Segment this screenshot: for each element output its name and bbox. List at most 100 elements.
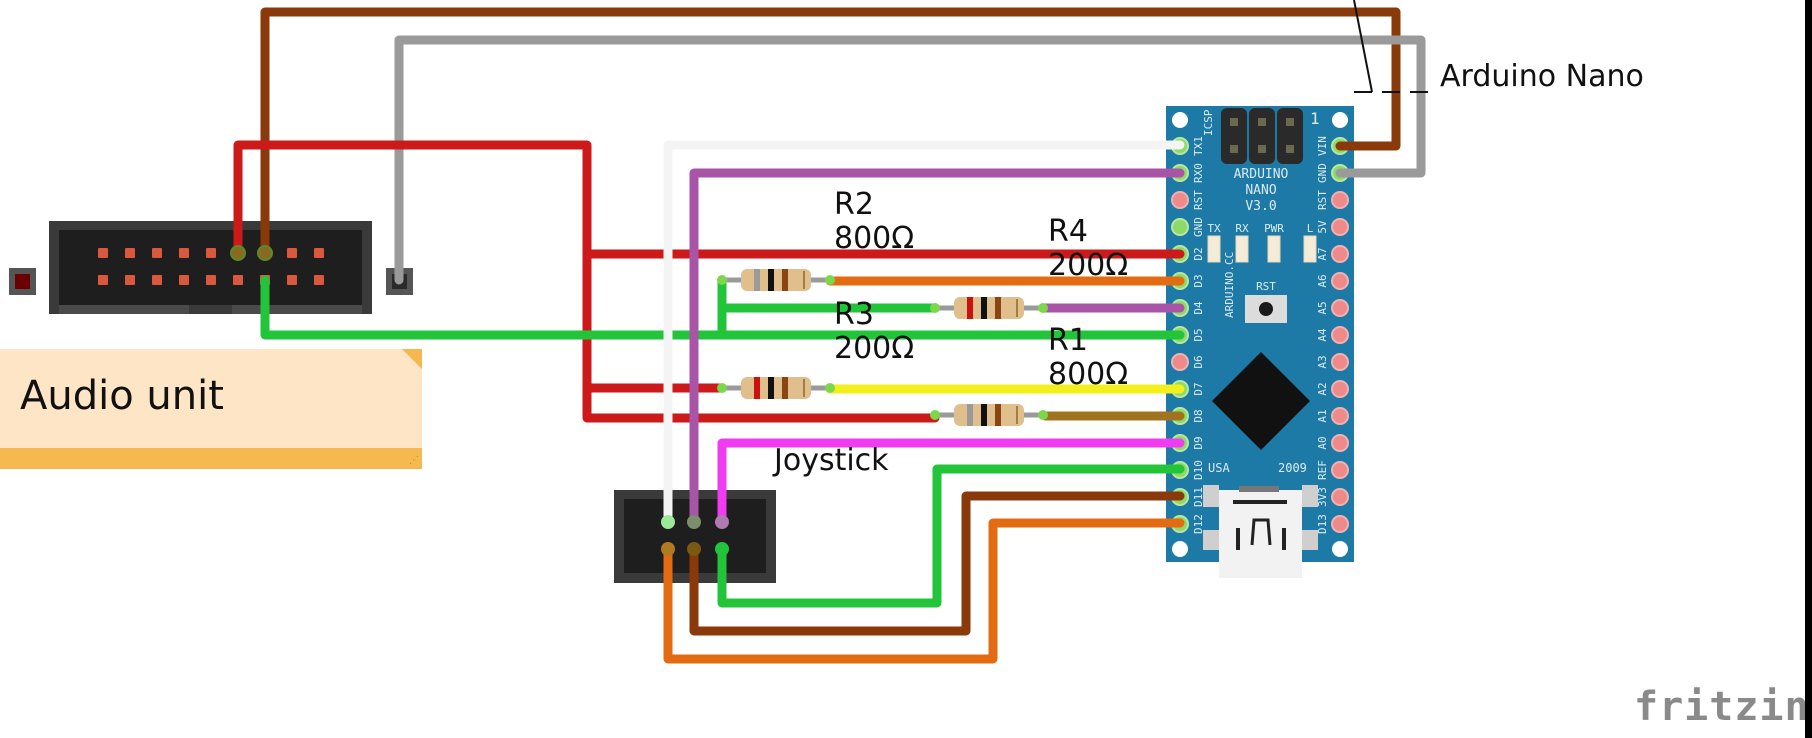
joystick-pin[interactable] bbox=[687, 515, 701, 529]
wire-magenta-d9[interactable] bbox=[717, 438, 1185, 527]
header-pin[interactable] bbox=[206, 248, 216, 258]
header-pin[interactable] bbox=[125, 248, 135, 258]
resistor[interactable] bbox=[930, 404, 1048, 426]
header-pin[interactable] bbox=[287, 275, 297, 285]
resistor-lead-end bbox=[1038, 410, 1048, 420]
joystick-pin[interactable] bbox=[687, 542, 701, 556]
wire-orange-d12[interactable] bbox=[663, 518, 1185, 664]
led-rx bbox=[1235, 235, 1249, 263]
resistor[interactable] bbox=[717, 269, 835, 291]
joystick-pin[interactable] bbox=[661, 542, 675, 556]
pin-a5[interactable] bbox=[1331, 299, 1349, 317]
header-pin[interactable] bbox=[125, 275, 135, 285]
header-pin[interactable] bbox=[314, 275, 324, 285]
board-title-line-1: ARDUINO bbox=[1234, 167, 1289, 182]
header-pin[interactable] bbox=[233, 275, 243, 285]
wire-purple-rx[interactable] bbox=[689, 168, 1185, 527]
reset-button[interactable] bbox=[1245, 295, 1287, 323]
pin-a0[interactable] bbox=[1331, 434, 1349, 452]
resistor-lead-end bbox=[930, 410, 940, 420]
header-pin[interactable] bbox=[206, 275, 216, 285]
resistor-value-r2: 800Ω bbox=[834, 221, 915, 256]
note-footer-bar bbox=[0, 448, 422, 469]
pin-label: D9 bbox=[1192, 436, 1205, 449]
resistor-band bbox=[768, 377, 774, 399]
pin-3v3[interactable] bbox=[1331, 488, 1349, 506]
arduino-nano-label: Arduino Nano bbox=[1440, 59, 1644, 94]
pin-label: A7 bbox=[1316, 247, 1329, 260]
resistor[interactable] bbox=[930, 297, 1048, 319]
resistors bbox=[717, 269, 1048, 426]
header-wire-endpoint bbox=[230, 245, 246, 261]
pin-label: A3 bbox=[1316, 355, 1329, 368]
vendor-label: ARDUINO.CC bbox=[1223, 252, 1236, 318]
note-resize-grip-icon[interactable]: ⋰ bbox=[409, 455, 419, 466]
wires bbox=[230, 7, 1426, 664]
resistor-band bbox=[768, 269, 774, 291]
resistor-band bbox=[803, 379, 805, 397]
wire-white-tx[interactable] bbox=[663, 140, 1185, 527]
pin-label: D2 bbox=[1192, 247, 1205, 260]
resistor-band bbox=[782, 377, 788, 399]
wire-red-main[interactable] bbox=[233, 140, 940, 423]
pin-a1[interactable] bbox=[1331, 407, 1349, 425]
audio-unit-note[interactable]: Audio unit ⋰ bbox=[0, 349, 422, 469]
header-pin[interactable] bbox=[314, 248, 324, 258]
resistor-band bbox=[967, 297, 973, 319]
wire-vin-brown[interactable] bbox=[260, 7, 1401, 258]
resistor-lead-end bbox=[825, 275, 835, 285]
header-pin[interactable] bbox=[179, 275, 189, 285]
pin-label: TX1 bbox=[1192, 136, 1205, 156]
pin-label: D5 bbox=[1192, 328, 1205, 341]
resistor-band bbox=[782, 269, 788, 291]
pin-a7[interactable] bbox=[1331, 245, 1349, 263]
year-label: 2009 bbox=[1278, 461, 1307, 475]
pin-rst[interactable] bbox=[1171, 191, 1189, 209]
microcontroller-chip bbox=[1212, 352, 1310, 450]
pin-label: A0 bbox=[1316, 436, 1329, 449]
joystick-pin[interactable] bbox=[715, 542, 729, 556]
pin-label: RST bbox=[1192, 190, 1205, 210]
wire-green-d10[interactable] bbox=[717, 464, 1185, 608]
pin-d6[interactable] bbox=[1171, 353, 1189, 371]
header-pin[interactable] bbox=[98, 275, 108, 285]
wire-gnd-gray[interactable] bbox=[394, 35, 1426, 285]
resistor-lead-end bbox=[1038, 303, 1048, 313]
audio-header-connector[interactable] bbox=[49, 221, 372, 314]
header-pin[interactable] bbox=[98, 248, 108, 258]
header-pin[interactable] bbox=[287, 248, 297, 258]
resistor-band bbox=[754, 377, 760, 399]
resistor-name-r1: R1 bbox=[1048, 323, 1088, 358]
joystick-pin[interactable] bbox=[661, 515, 675, 529]
header-pin[interactable] bbox=[152, 248, 162, 258]
pin-a6[interactable] bbox=[1331, 272, 1349, 290]
resistor-band bbox=[967, 404, 973, 426]
pin-label: D4 bbox=[1192, 301, 1205, 315]
pin-5v[interactable] bbox=[1331, 218, 1349, 236]
pin-label: A5 bbox=[1316, 301, 1329, 314]
pin-label: RST bbox=[1316, 190, 1329, 210]
pin-label: VIN bbox=[1316, 136, 1329, 156]
wire-brown-d11[interactable] bbox=[689, 491, 1185, 636]
pin-d13[interactable] bbox=[1331, 515, 1349, 533]
wire-green-d5[interactable] bbox=[260, 275, 1185, 340]
pin-a3[interactable] bbox=[1331, 353, 1349, 371]
reset-label: RST bbox=[1256, 280, 1276, 293]
header-pin[interactable] bbox=[152, 275, 162, 285]
mount-hole bbox=[1172, 541, 1188, 557]
pin-label: D12 bbox=[1192, 514, 1205, 534]
pin-a2[interactable] bbox=[1331, 380, 1349, 398]
pin-rst[interactable] bbox=[1331, 191, 1349, 209]
joystick-pin[interactable] bbox=[715, 515, 729, 529]
resistor-lead-end bbox=[717, 275, 727, 285]
resistor-body bbox=[954, 297, 1024, 319]
pin-gnd[interactable] bbox=[1171, 218, 1189, 236]
resistor-band bbox=[803, 271, 805, 289]
header-pin[interactable] bbox=[179, 248, 189, 258]
pin-ref[interactable] bbox=[1331, 461, 1349, 479]
pin-a4[interactable] bbox=[1331, 326, 1349, 344]
board-title-line-3: V3.0 bbox=[1245, 199, 1276, 214]
resistor[interactable] bbox=[717, 377, 835, 399]
